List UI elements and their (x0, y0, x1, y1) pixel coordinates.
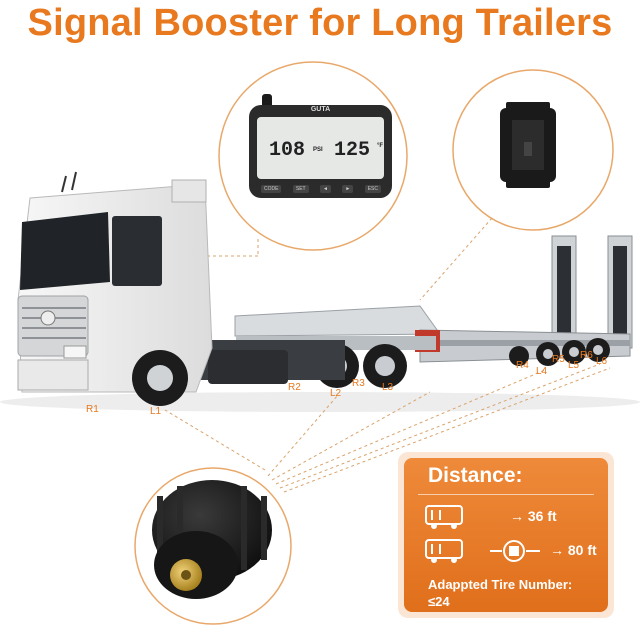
truck-cab (17, 171, 213, 393)
label-R6: R6 (580, 350, 593, 361)
tire-number-label: Adappted Tire Number: (428, 577, 573, 592)
truck-wheels (132, 350, 188, 406)
distance-title: Distance: (428, 464, 523, 487)
label-R1: R1 (86, 404, 99, 415)
card-divider (418, 494, 594, 495)
label-L6: L6 (596, 356, 608, 367)
tire-number-value: ≤24 (428, 594, 450, 609)
distance-without-booster: → 36 ft (510, 508, 557, 524)
monitor-screen (257, 117, 384, 179)
emblem (40, 310, 56, 326)
connector-lines (160, 217, 611, 493)
monitor-antenna (262, 94, 272, 108)
roof-deflector (171, 179, 207, 203)
fuel-tank (208, 350, 288, 384)
monitor-brand: GUTA (310, 106, 331, 113)
monitor-set-button: SET (292, 185, 309, 193)
label-L4: L4 (536, 366, 548, 377)
label-L2: L2 (330, 388, 342, 399)
label-R2: R2 (288, 382, 301, 393)
truck-icon (425, 505, 463, 529)
tpms-monitor: GUTA 108 PSI 125 °F CODE SET ◄ ► ESC (249, 105, 392, 198)
monitor-buttons: CODE SET ◄ ► ESC (261, 185, 381, 193)
label-L3: L3 (382, 382, 394, 393)
temperature-unit: °F (377, 143, 384, 149)
label-L5: L5 (568, 360, 580, 371)
booster-device (500, 102, 556, 188)
pressure-unit: PSI (313, 147, 323, 153)
bumper (17, 359, 89, 391)
trailer-ramps (551, 235, 633, 349)
monitor-left-button: ◄ (320, 185, 331, 193)
tire-sensor (152, 480, 272, 599)
label-R3: R3 (352, 378, 365, 389)
trailer (234, 305, 631, 363)
temperature-readout: 125 (334, 139, 371, 162)
distance-card-body: Distance: → 36 ft → 80 ft Adappted Tire … (404, 458, 608, 612)
distance-card: Distance: → 36 ft → 80 ft Adappted Tire … (398, 452, 614, 618)
distance-with-booster: → 80 ft (550, 542, 597, 558)
monitor-code-button: CODE (261, 185, 282, 193)
monitor-right-button: ► (342, 185, 354, 193)
page-title: Signal Booster for Long Trailers (27, 2, 613, 44)
headlight (63, 345, 87, 359)
truck-icon-2 (425, 539, 463, 563)
monitor-esc-button: ESC (364, 185, 381, 193)
label-L1: L1 (150, 406, 162, 417)
windshield (20, 212, 110, 290)
grille (17, 295, 89, 357)
booster-icon (490, 540, 540, 562)
label-R4: R4 (516, 360, 529, 371)
pressure-readout: 108 (269, 139, 306, 162)
label-R5: R5 (552, 354, 565, 365)
side-window (112, 216, 162, 286)
